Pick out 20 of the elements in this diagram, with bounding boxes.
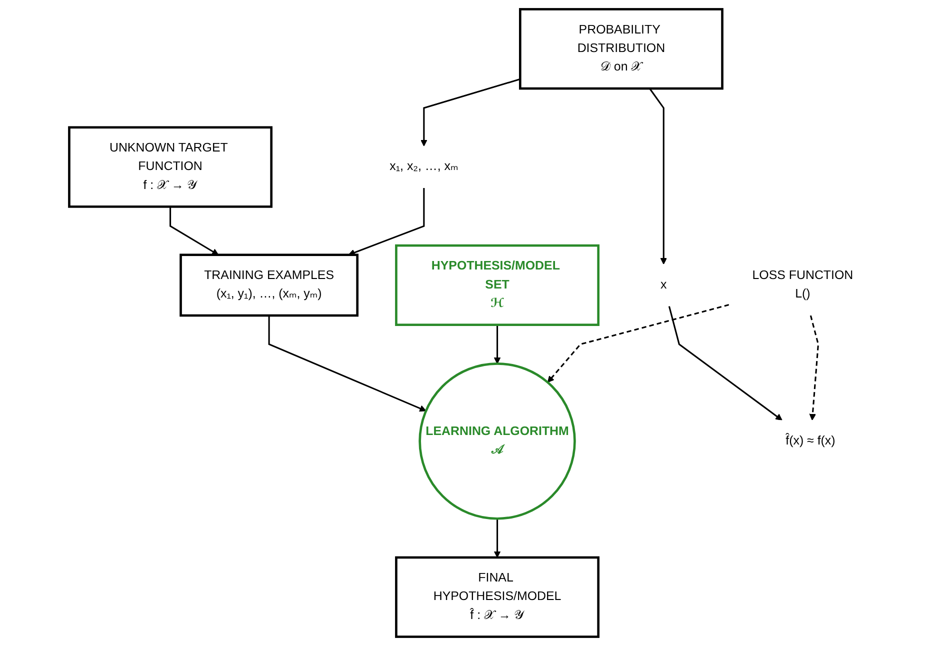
node-text: x — [660, 278, 667, 292]
arrow — [668, 306, 782, 420]
arrow — [170, 206, 219, 256]
arrow — [809, 315, 820, 420]
arrow — [494, 324, 501, 364]
node-box: UNKNOWN TARGET FUNCTION f : 𝒳 → 𝒴 — [68, 126, 273, 208]
node-box: TRAINING EXAMPLES (x₁, y₁), …, (xₘ, yₘ) — [180, 254, 359, 317]
arrow — [548, 304, 730, 383]
node-box: FINAL HYPOTHESIS/MODEL f̂ : 𝒳 → 𝒴 — [395, 556, 600, 638]
arrow — [268, 316, 426, 412]
node-text: f̂(x) ≈ f(x) — [786, 434, 836, 448]
arrow — [348, 188, 425, 256]
node-circle: LEARNING ALGORITHM 𝒜 — [418, 362, 576, 520]
node-text: x₁, x₂, …, xₘ — [390, 160, 458, 174]
node-box: HYPOTHESIS/MODEL SET ℋ — [395, 244, 600, 326]
node-text: LOSS FUNCTION L() — [752, 268, 854, 301]
node-box: PROBABILITY DISTRIBUTION 𝒟 on 𝒳 — [519, 8, 724, 90]
arrow — [494, 518, 501, 558]
arrow — [420, 78, 521, 146]
arrow — [649, 88, 668, 264]
